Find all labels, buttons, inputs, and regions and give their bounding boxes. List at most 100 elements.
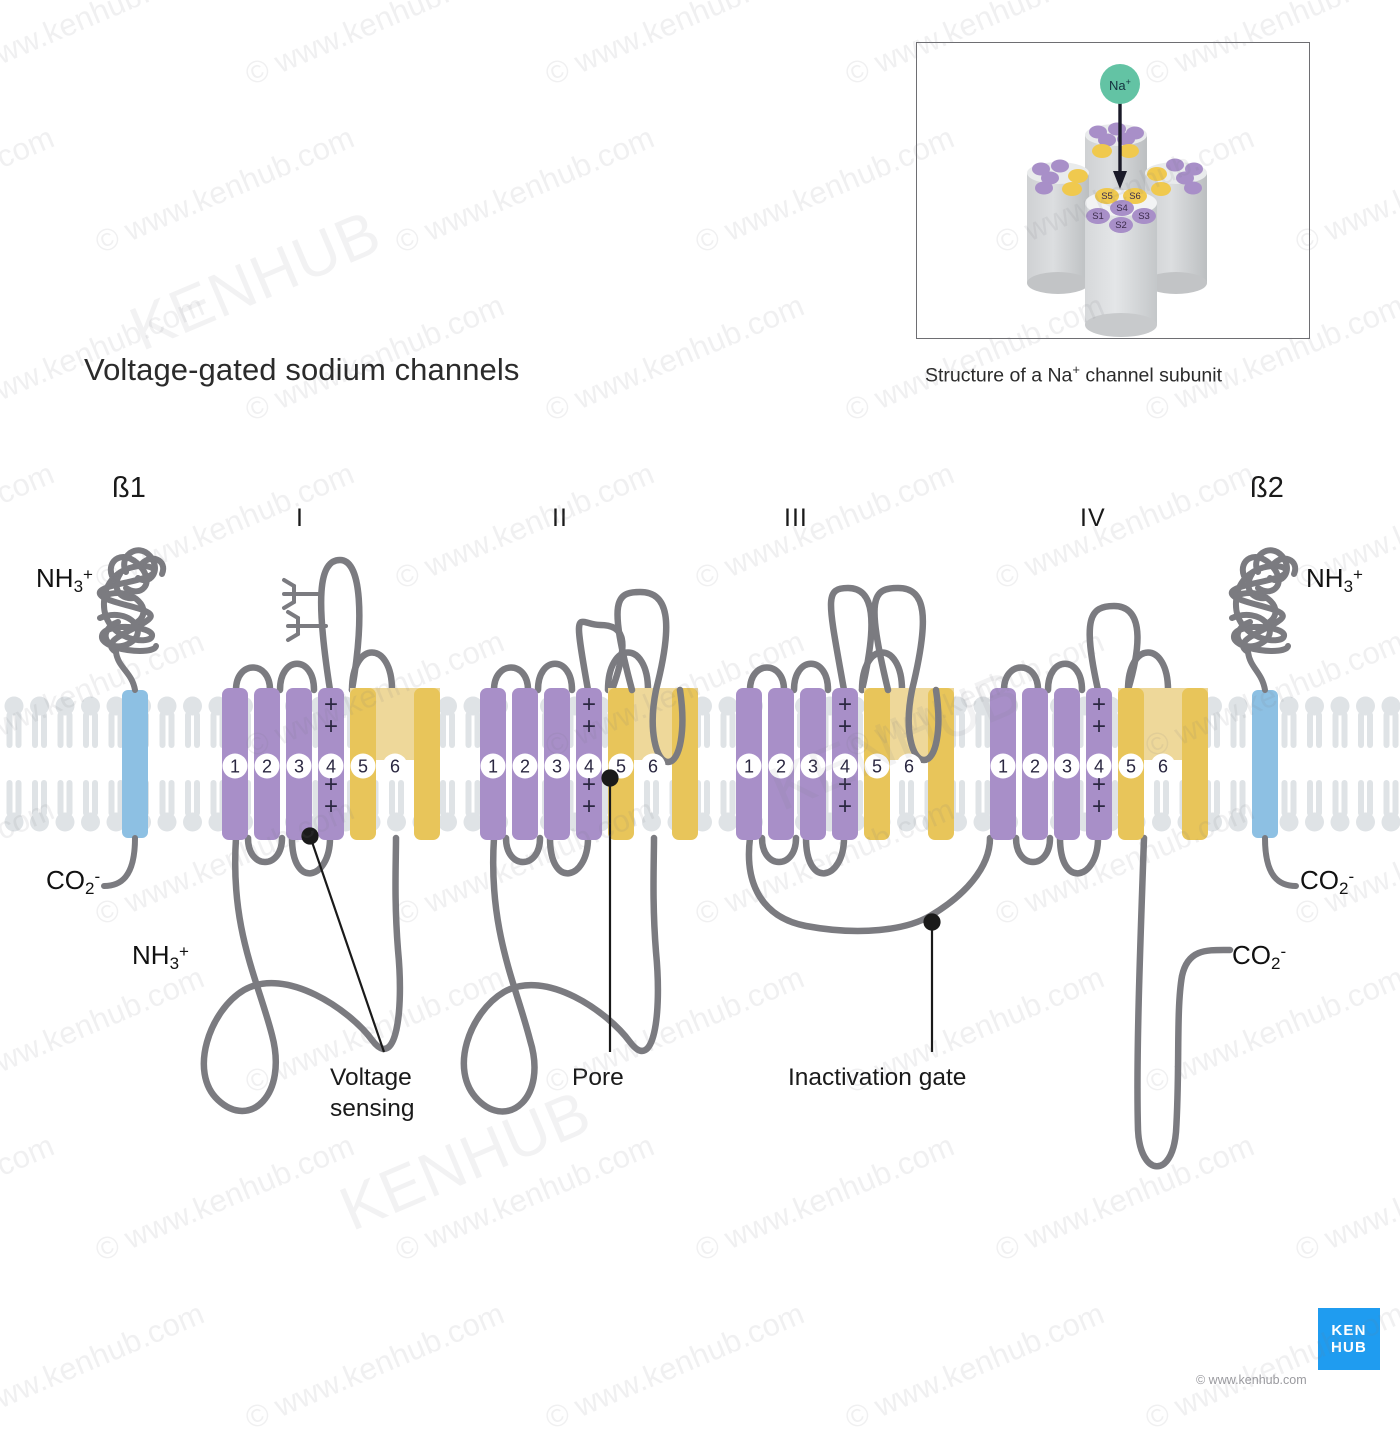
lipid-molecule <box>464 697 483 749</box>
beta2-c-terminus-label: CO2- <box>1300 865 1354 899</box>
segment-number-I-6: 6 <box>390 757 400 777</box>
charge-marker: + <box>324 713 338 740</box>
copyright-text: © www.kenhub.com <box>1196 1373 1307 1387</box>
lipid-molecule <box>56 697 75 749</box>
charge-marker: + <box>582 713 596 740</box>
domain-numeral-I: I <box>296 504 304 533</box>
segment-number-III-3: 3 <box>808 757 818 777</box>
lipid-molecule <box>183 780 202 832</box>
lipid-molecule <box>974 780 993 832</box>
lipid-molecule <box>1280 780 1299 832</box>
segment-number-I-2: 2 <box>262 757 272 777</box>
page-title: Voltage-gated sodium channels <box>84 352 519 388</box>
lipid-molecule <box>30 697 49 749</box>
lipid-molecule <box>1229 697 1248 749</box>
lipid-molecule <box>1305 780 1324 832</box>
beta2-helix <box>1252 690 1278 838</box>
beta1-helix <box>122 690 148 838</box>
charge-marker: + <box>582 793 596 820</box>
segment-number-II-1: 1 <box>488 757 498 777</box>
inset-label-S5: S5 <box>1101 191 1113 202</box>
beta2-n-terminus-label: NH3+ <box>1306 563 1363 597</box>
inset-label-S2: S2 <box>1115 220 1127 231</box>
lipid-molecule <box>387 780 406 832</box>
lipid-molecule <box>438 780 457 832</box>
lipid-molecule <box>1331 697 1350 749</box>
lipid-molecule <box>719 780 738 832</box>
lipid-molecule <box>1331 780 1350 832</box>
segment-number-IV-6: 6 <box>1158 757 1168 777</box>
annotation-voltage-sensing: Voltage sensing <box>330 1062 414 1125</box>
inset-caption: Structure of a Na+ channel subunit <box>925 362 1222 388</box>
alpha-n-terminus-label: NH3+ <box>132 940 189 974</box>
segment-number-II-2: 2 <box>520 757 530 777</box>
lipid-molecule <box>974 697 993 749</box>
inset-cylinder-left <box>1027 160 1089 295</box>
lipid-molecule <box>1356 780 1375 832</box>
lipid-molecule <box>1305 697 1324 749</box>
segment-number-II-5: 5 <box>616 757 626 777</box>
segment-number-I-1: 1 <box>230 757 240 777</box>
inset-label-S1: S1 <box>1092 211 1104 222</box>
segment-number-IV-1: 1 <box>998 757 1008 777</box>
segment-number-III-6: 6 <box>904 757 914 777</box>
charge-marker: + <box>838 793 852 820</box>
lipid-molecule <box>183 697 202 749</box>
charge-marker: + <box>1092 713 1106 740</box>
lipid-molecule <box>1152 780 1171 832</box>
segment-number-II-3: 3 <box>552 757 562 777</box>
lipid-molecule <box>438 697 457 749</box>
segment-number-I-5: 5 <box>358 757 368 777</box>
lipid-molecule <box>1382 697 1400 749</box>
beta2-label: ß2 <box>1250 472 1284 505</box>
lipid-molecule <box>81 780 100 832</box>
domain-numeral-II: II <box>552 504 568 533</box>
inset-label-S6: S6 <box>1129 191 1141 202</box>
annotation-pore: Pore <box>572 1062 624 1093</box>
segment-number-IV-2: 2 <box>1030 757 1040 777</box>
lipid-molecule <box>1229 780 1248 832</box>
charge-marker: + <box>838 713 852 740</box>
beta1-label: ß1 <box>112 472 146 505</box>
lipid-molecule <box>897 780 916 832</box>
inset-label-S4: S4 <box>1116 203 1128 214</box>
domain-numeral-IV: IV <box>1080 504 1106 533</box>
kenhub-logo[interactable]: KEN HUB <box>1318 1308 1380 1370</box>
lipid-molecule <box>158 697 177 749</box>
lipid-molecule <box>81 697 100 749</box>
lipid-molecule <box>5 697 24 749</box>
lipid-molecule <box>5 780 24 832</box>
segment-number-II-6: 6 <box>648 757 658 777</box>
sodium-ion: Na+ <box>1100 64 1140 104</box>
beta1-c-terminus-label: CO2- <box>46 865 100 899</box>
segment-I-6 <box>414 688 440 840</box>
lipid-molecule <box>719 697 738 749</box>
lipid-molecule <box>1280 697 1299 749</box>
lipid-molecule <box>1356 697 1375 749</box>
kenhub-logo-line2: HUB <box>1331 1339 1367 1356</box>
lipid-molecule <box>464 780 483 832</box>
lipid-molecule <box>1382 780 1400 832</box>
callout-line-voltage <box>310 836 384 1052</box>
annotation-inactivation-gate: Inactivation gate <box>788 1062 966 1093</box>
segment-number-I-3: 3 <box>294 757 304 777</box>
segment-number-IV-5: 5 <box>1126 757 1136 777</box>
lipid-molecule <box>56 780 75 832</box>
lipid-molecule <box>642 780 661 832</box>
kenhub-logo-line1: KEN <box>1331 1322 1366 1339</box>
segment-IV-6 <box>1182 688 1208 840</box>
segment-number-IV-3: 3 <box>1062 757 1072 777</box>
charge-marker: + <box>1092 793 1106 820</box>
segment-number-III-5: 5 <box>872 757 882 777</box>
charge-marker: + <box>324 793 338 820</box>
alpha-c-terminus-label: CO2- <box>1232 940 1286 974</box>
lipid-molecule <box>158 780 177 832</box>
segment-number-III-2: 2 <box>776 757 786 777</box>
lipid-molecule <box>30 780 49 832</box>
segment-number-III-1: 1 <box>744 757 754 777</box>
domain-numeral-III: III <box>784 504 808 533</box>
